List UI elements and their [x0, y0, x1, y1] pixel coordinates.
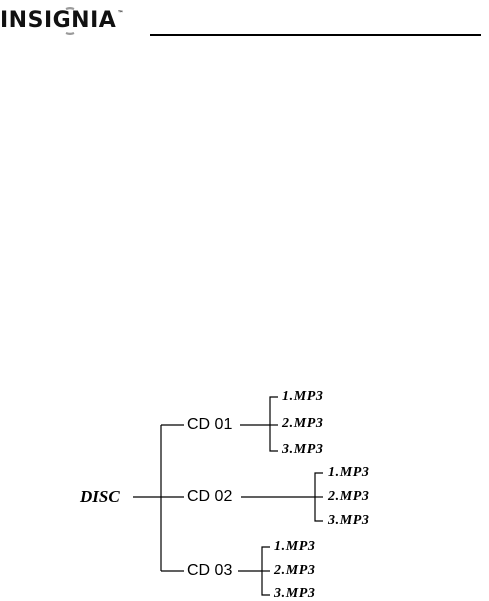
file-label-cd02-3: 3.MP3 — [328, 514, 370, 528]
file-label-cd01-2: 2.MP3 — [282, 417, 324, 431]
file-label-cd02-2: 2.MP3 — [328, 490, 370, 504]
folder-label-cd03: CD 03 — [187, 563, 232, 579]
cd01-bracket — [270, 397, 278, 451]
file-label-cd01-1: 1.MP3 — [282, 390, 324, 404]
file-label-cd01-3: 3.MP3 — [282, 443, 324, 457]
file-label-cd02-1: 1.MP3 — [328, 466, 370, 480]
folder-label-cd02: CD 02 — [187, 489, 232, 505]
file-label-cd03-1: 1.MP3 — [274, 540, 316, 554]
file-label-cd03-3: 3.MP3 — [274, 587, 316, 601]
file-label-cd03-2: 2.MP3 — [274, 564, 316, 578]
root-node-label: DISC — [80, 488, 120, 505]
folder-label-cd01: CD 01 — [187, 417, 232, 433]
